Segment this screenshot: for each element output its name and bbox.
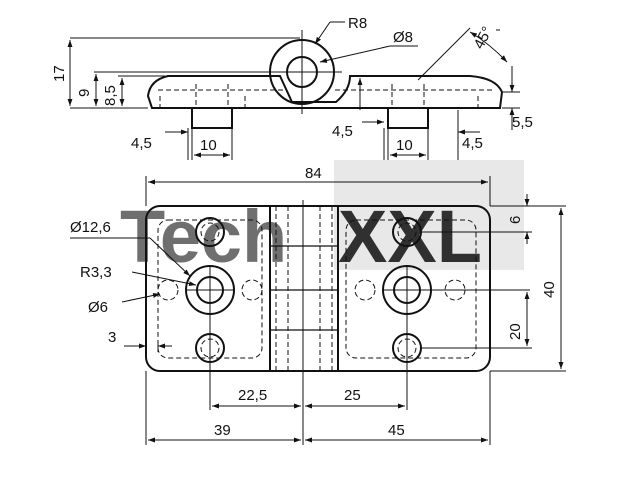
dim-plate-thickness: 5,5: [512, 114, 533, 131]
watermark-logo: Tech XXL: [120, 160, 524, 278]
dim-overall-width: 40: [541, 281, 558, 298]
dim-mid-offset: 4,5: [332, 123, 353, 140]
dim-top-offset: 6: [507, 216, 524, 224]
watermark-text-tech: Tech: [120, 195, 287, 278]
dim-hole-diameter: Ø6: [88, 299, 108, 316]
dim-total-height: 17: [51, 65, 68, 82]
side-view: 17 9 8,5 R8 Ø8 45° 5,5: [51, 15, 533, 160]
dim-height-8-5: 8,5: [102, 85, 119, 106]
dim-overall-length: 84: [305, 165, 322, 182]
dim-left-hole-distance: 22,5: [238, 387, 267, 404]
dim-hole-pitch: 20: [507, 323, 524, 340]
dim-edge-offset: 3: [108, 329, 116, 346]
dim-knuckle-radius: R8: [348, 15, 367, 32]
top-view: 84 Ø12,6 R3,3 Ø6 3 6 20 40 22,5: [70, 165, 566, 445]
dim-left-offset: 4,5: [131, 135, 152, 152]
watermark-text-xxl: XXL: [338, 195, 482, 278]
dim-right-hole-distance: 25: [344, 387, 361, 404]
dim-height-9: 9: [76, 89, 93, 97]
dim-right-offset: 4,5: [462, 135, 483, 152]
dim-radius: R3,3: [80, 264, 112, 281]
dim-right-boss-width: 10: [396, 137, 413, 154]
dim-left-half-length: 39: [214, 422, 231, 439]
dim-right-half-length: 45: [388, 422, 405, 439]
dim-counterbore-diameter: Ø12,6: [70, 219, 111, 236]
dim-left-boss-width: 10: [200, 137, 217, 154]
dim-pin-diameter: Ø8: [393, 29, 413, 46]
